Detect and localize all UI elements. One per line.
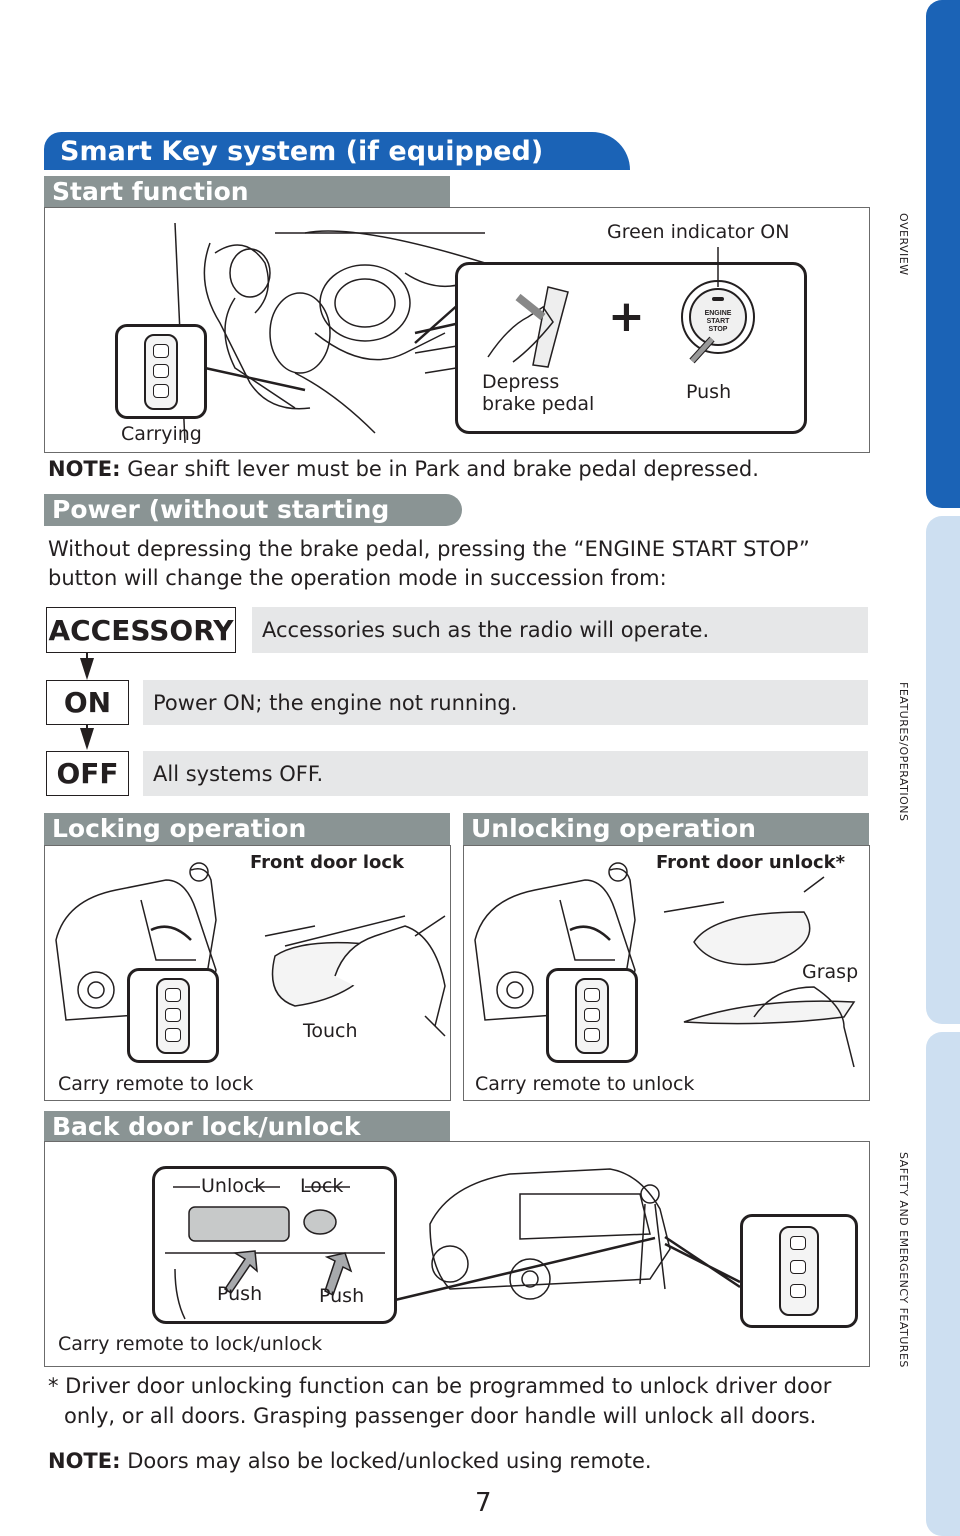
- car-unlocking-illustration: [474, 862, 636, 1031]
- indicator-pointer: [717, 247, 719, 287]
- svg-text:START: START: [707, 318, 731, 325]
- engine-start-button-icon: ENGINE START STOP: [681, 280, 755, 364]
- touch-label: Touch: [303, 1020, 358, 1042]
- note-2: NOTE: Doors may also be locked/unlocked …: [48, 1447, 652, 1476]
- push-label: Push: [686, 381, 732, 403]
- tab-label-features: FEATURES/OPERATIONS: [897, 682, 910, 822]
- svg-text:ENGINE: ENGINE: [705, 310, 732, 317]
- tab-features-operations[interactable]: [926, 516, 960, 1024]
- front-door-lock-label: Front door lock: [250, 852, 405, 873]
- note-2-text: Doors may also be locked/unlocked using …: [127, 1449, 652, 1473]
- tab-label-overview: OVERVIEW: [897, 213, 910, 276]
- key-fob-lock: [127, 968, 219, 1063]
- mode-desc-off: All systems OFF.: [143, 751, 868, 796]
- depress-label-1: Depress: [482, 371, 560, 393]
- fob-pointer-back: [664, 1235, 741, 1289]
- back-door-pointer: [394, 1236, 656, 1302]
- unlocking-heading: Unlocking operation: [463, 813, 869, 845]
- tab-safety-emergency[interactable]: [926, 1032, 960, 1536]
- driver-illustration: [174, 222, 486, 444]
- car-locking-illustration: [55, 862, 217, 1031]
- note-1-text: Gear shift lever must be in Park and bra…: [127, 457, 759, 481]
- back-door-switches-illustration: [165, 1186, 385, 1320]
- carry-to-lock-unlock-label: Carry remote to lock/unlock: [58, 1333, 323, 1355]
- brake-pedal-icon: [487, 286, 569, 368]
- key-fob-back-door: [740, 1214, 858, 1328]
- mode-desc-accessory: Accessories such as the radio will opera…: [252, 607, 868, 653]
- tab-overview[interactable]: [926, 0, 960, 508]
- tab-label-safety: SAFETY AND EMERGENCY FEATURES: [897, 1152, 910, 1368]
- power-intro-2: button will change the operation mode in…: [48, 566, 667, 590]
- back-door-panel: Unlock Lock Push Push Carry remote to lo…: [44, 1141, 870, 1367]
- carrying-label: Carrying: [121, 423, 202, 445]
- page-title-bar: [44, 132, 630, 170]
- back-door-heading: Back door lock/unlock: [44, 1111, 450, 1143]
- depress-label-2: brake pedal: [482, 393, 595, 415]
- mode-accessory: ACCESSORY: [46, 607, 236, 653]
- note-1-label: NOTE:: [48, 457, 121, 481]
- push-label-2: Push: [319, 1285, 365, 1307]
- plus-sign: +: [608, 291, 645, 342]
- svg-text:STOP: STOP: [709, 326, 728, 333]
- carry-to-unlock-label: Carry remote to unlock: [475, 1073, 695, 1095]
- locking-panel: Front door lock Touch Carry remote to lo…: [44, 845, 451, 1101]
- power-intro-1: Without depressing the brake pedal, pres…: [48, 537, 810, 561]
- mode-on: ON: [46, 680, 129, 725]
- suv-rear-illustration: [429, 1168, 671, 1300]
- key-fob-carrying: [115, 324, 207, 419]
- pointer-lines: [414, 302, 461, 344]
- note-1: NOTE: Gear shift lever must be in Park a…: [48, 455, 759, 484]
- arrow-down-2: [80, 728, 94, 750]
- door-handle-grasp-illustration: [663, 876, 856, 1068]
- unlock-label: Unlock: [201, 1175, 266, 1197]
- start-callout: + ENGINE START STOP Depress brake pedal …: [455, 247, 807, 434]
- power-heading: Power (without starting engine): [44, 494, 462, 556]
- fob-pointer: [204, 366, 306, 392]
- locking-heading: Locking operation: [44, 813, 450, 845]
- start-function-heading: Start function: [44, 176, 450, 208]
- front-door-unlock-label: Front door unlock*: [656, 852, 846, 873]
- carry-to-lock-label: Carry remote to lock: [58, 1073, 254, 1095]
- lock-label: Lock: [300, 1175, 344, 1197]
- grasp-label: Grasp: [802, 961, 859, 983]
- back-door-callout: Unlock Lock Push Push: [152, 1166, 397, 1324]
- mode-desc-on: Power ON; the engine not running.: [143, 680, 868, 725]
- note-2-label: NOTE:: [48, 1449, 121, 1473]
- footnote-line-2: only, or all doors. Grasping passenger d…: [64, 1404, 817, 1428]
- footnote-line-1: * Driver door unlocking function can be …: [48, 1374, 832, 1398]
- arrow-down-1: [80, 658, 94, 680]
- page-title: Smart Key system (if equipped): [60, 136, 544, 167]
- green-indicator-label: Green indicator ON: [607, 221, 790, 243]
- page-number: 7: [475, 1488, 492, 1518]
- push-label-1: Push: [217, 1283, 263, 1305]
- door-handle-touch-illustration: [264, 915, 446, 1037]
- key-fob-unlock: [546, 968, 638, 1063]
- unlocking-panel: Front door unlock* Grasp Carry remote to…: [463, 845, 870, 1101]
- mode-off: OFF: [46, 751, 129, 796]
- start-function-panel: Carrying + ENGINE START STOP Depress bra…: [44, 207, 870, 453]
